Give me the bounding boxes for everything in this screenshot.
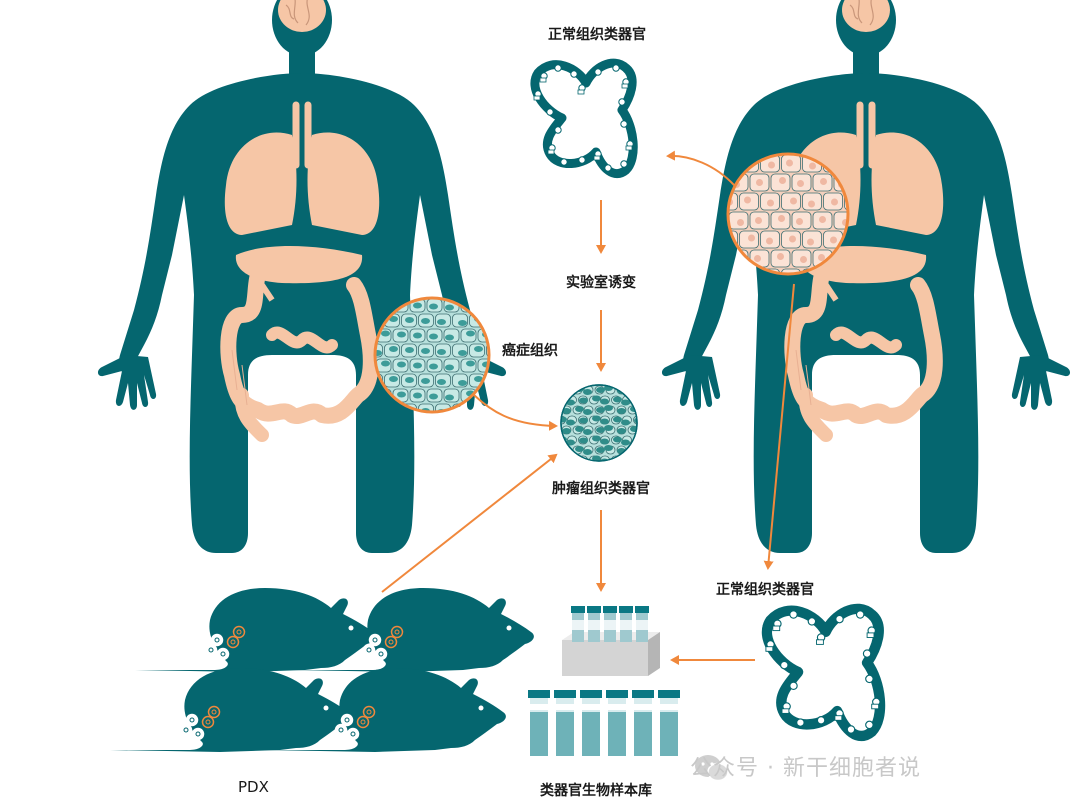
label-tumor-organoid: 肿瘤组织类器官: [552, 481, 650, 497]
human-figure-healthy: [661, 0, 1071, 553]
label-lab-mutation: 实验室诱变: [566, 275, 636, 291]
arrow-normal-tissue-to-organoid: [666, 150, 735, 186]
wechat-icon: [695, 755, 729, 782]
arrow-normal-tissue-to-organoid-right: [763, 283, 795, 570]
normal-organoid-top: [530, 58, 638, 179]
tumor-organoid: [560, 384, 638, 462]
test-tubes-icon: [528, 690, 680, 756]
pdx-mouse-1: [135, 588, 376, 672]
label-biobank: 类器官生物样本库: [540, 783, 652, 799]
label-normal-organoid-top: 正常组织类器官: [548, 27, 646, 43]
tube-rack-icon: [562, 606, 660, 676]
watermark-text: 公众号 · 新干细胞者说: [690, 756, 921, 781]
arrow-pdx-to-tumor: [381, 453, 558, 593]
normal-organoid-right: [761, 603, 886, 742]
label-pdx: PDX: [238, 778, 269, 796]
label-cancer-tissue: 癌症组织: [502, 343, 558, 359]
flow-arrows: [381, 150, 795, 665]
pdx-mouse-3: [110, 668, 351, 752]
human-figure-patient: [97, 0, 507, 553]
pdx-tumors: [179, 625, 404, 741]
arrow-cancer-tissue-to-tumor: [473, 394, 558, 431]
label-normal-organoid-right: 正常组织类器官: [716, 582, 814, 598]
